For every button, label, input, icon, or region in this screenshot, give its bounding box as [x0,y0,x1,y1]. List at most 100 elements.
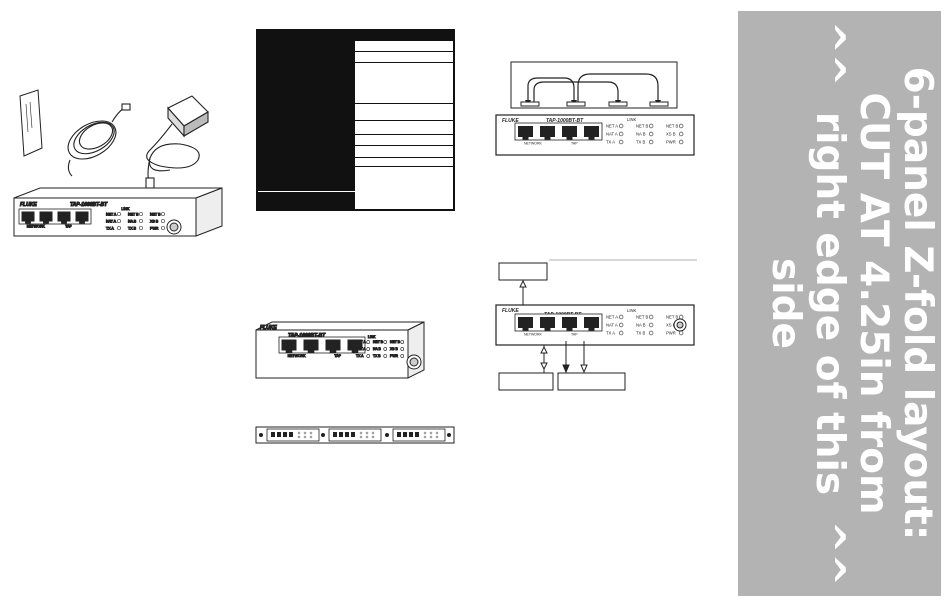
led-indicator [618,139,624,145]
led-indicator [678,314,684,320]
network-port-group-label: NETWORK [27,224,46,228]
led-indicator [383,347,388,351]
link-label: LINK [368,335,376,339]
led-label: NET B [373,340,384,344]
led-indicator [648,139,654,145]
ethernet-cable [67,103,131,177]
led-indicator [618,123,624,129]
led-label: NET B [128,212,139,216]
led-indicator [161,212,165,216]
tap-port-group-label: TAP [65,224,72,228]
led-indicator [383,354,388,358]
led-label: TX A [606,330,615,335]
led-label: NAT A [356,347,366,351]
spec-table [256,29,455,211]
tap-port-group-label: TAP [571,333,578,337]
led-label: XS B [150,219,159,223]
model-label: TAP-1000BT-BT [288,333,326,339]
led-label: NET B [390,340,401,344]
led-label: NET A [606,123,618,128]
instruction-line-3-text: right edge of this side [763,111,852,496]
rj45-port [75,211,89,222]
led-label: TX A [356,354,364,358]
led-indicator [678,330,684,336]
led-indicator [648,123,654,129]
brand-label: FLUKE [260,325,277,331]
led-label: NA B [636,131,646,136]
power-adapter [145,95,209,189]
led-label: XS B [666,131,676,136]
led-label: NA B [636,322,646,327]
led-indicator [678,131,684,137]
led-indicator [366,347,371,351]
rj45-port [518,317,533,328]
led-label: PWR [666,330,676,335]
spec-table-value-column [355,41,453,209]
rj45-port [540,126,555,137]
model-label: TAP-1000BT-BT [546,118,584,124]
package-contents-illustration: FLUKE TAP-1000BT-BT NETWORK TAP NET A NAT … [13,89,223,237]
cut-instruction-text: 6-panel Z-fold layout: CUT AT 4.25in fro… [738,11,941,596]
rj45-port [325,339,341,351]
link-label: LINK [627,308,637,313]
led-indicator [117,219,121,223]
analyzer-box [557,372,626,391]
network-port-group-label: NETWORK [524,333,543,337]
led-label: NA B [373,347,381,351]
rj45-port [21,211,35,222]
instruction-line-2: CUT AT 4.25in from [851,92,896,515]
brand-label: FLUKE [502,118,519,124]
led-indicator [139,226,143,230]
led-indicator [400,347,405,351]
led-indicator [139,219,143,223]
led-label: NET B [636,314,648,319]
led-indicator [117,226,121,230]
led-label: PWR [390,354,398,358]
network-device-box [498,372,554,391]
led-indicator [618,330,624,336]
led-label: XS B [666,322,676,327]
led-indicator [117,212,121,216]
led-indicator [400,354,405,358]
led-label: NA B [128,219,137,223]
led-label: NET B [666,123,678,128]
led-label: NET B [666,314,678,319]
link-label: LINK [121,207,130,211]
led-indicator [161,219,165,223]
led-label: NAT A [606,131,618,136]
led-indicator [618,131,624,137]
rj45-port [584,317,599,328]
led-label: NET A [106,212,117,216]
led-label: NAT A [606,322,618,327]
link-label: LINK [627,117,637,122]
rj45-port [584,126,599,137]
led-indicator [161,226,165,230]
led-label: PWR [150,226,159,230]
rj45-port [57,211,71,222]
spec-table-divider [258,191,453,192]
rj45-port [562,317,577,328]
quick-start-card [19,89,43,157]
led-label: TX A [106,226,114,230]
led-indicator [648,322,654,328]
led-label: PWR [666,139,676,144]
led-label: NET A [606,314,618,319]
brand-label: FLUKE [20,202,37,208]
led-indicator [678,139,684,145]
rj45-port [281,339,297,351]
tap-device-perspective: FLUKE TAP-1000BT-BT NETWORK TAP NET A NAT … [13,187,223,237]
led-label: TX B [636,330,646,335]
rj45-port [562,126,577,137]
led-indicator [618,314,624,320]
led-indicator [366,340,371,344]
led-label: TX B [128,226,137,230]
led-label: NAT A [106,219,117,223]
model-label: TAP-1000BT-BT [70,202,108,208]
instruction-line-1: 6-panel Z-fold layout: [895,66,940,541]
network-port-group-label: NETWORK [288,354,307,358]
arrow-right-icon: ^^ [807,520,852,586]
led-indicator [618,322,624,328]
rj45-port [39,211,53,222]
